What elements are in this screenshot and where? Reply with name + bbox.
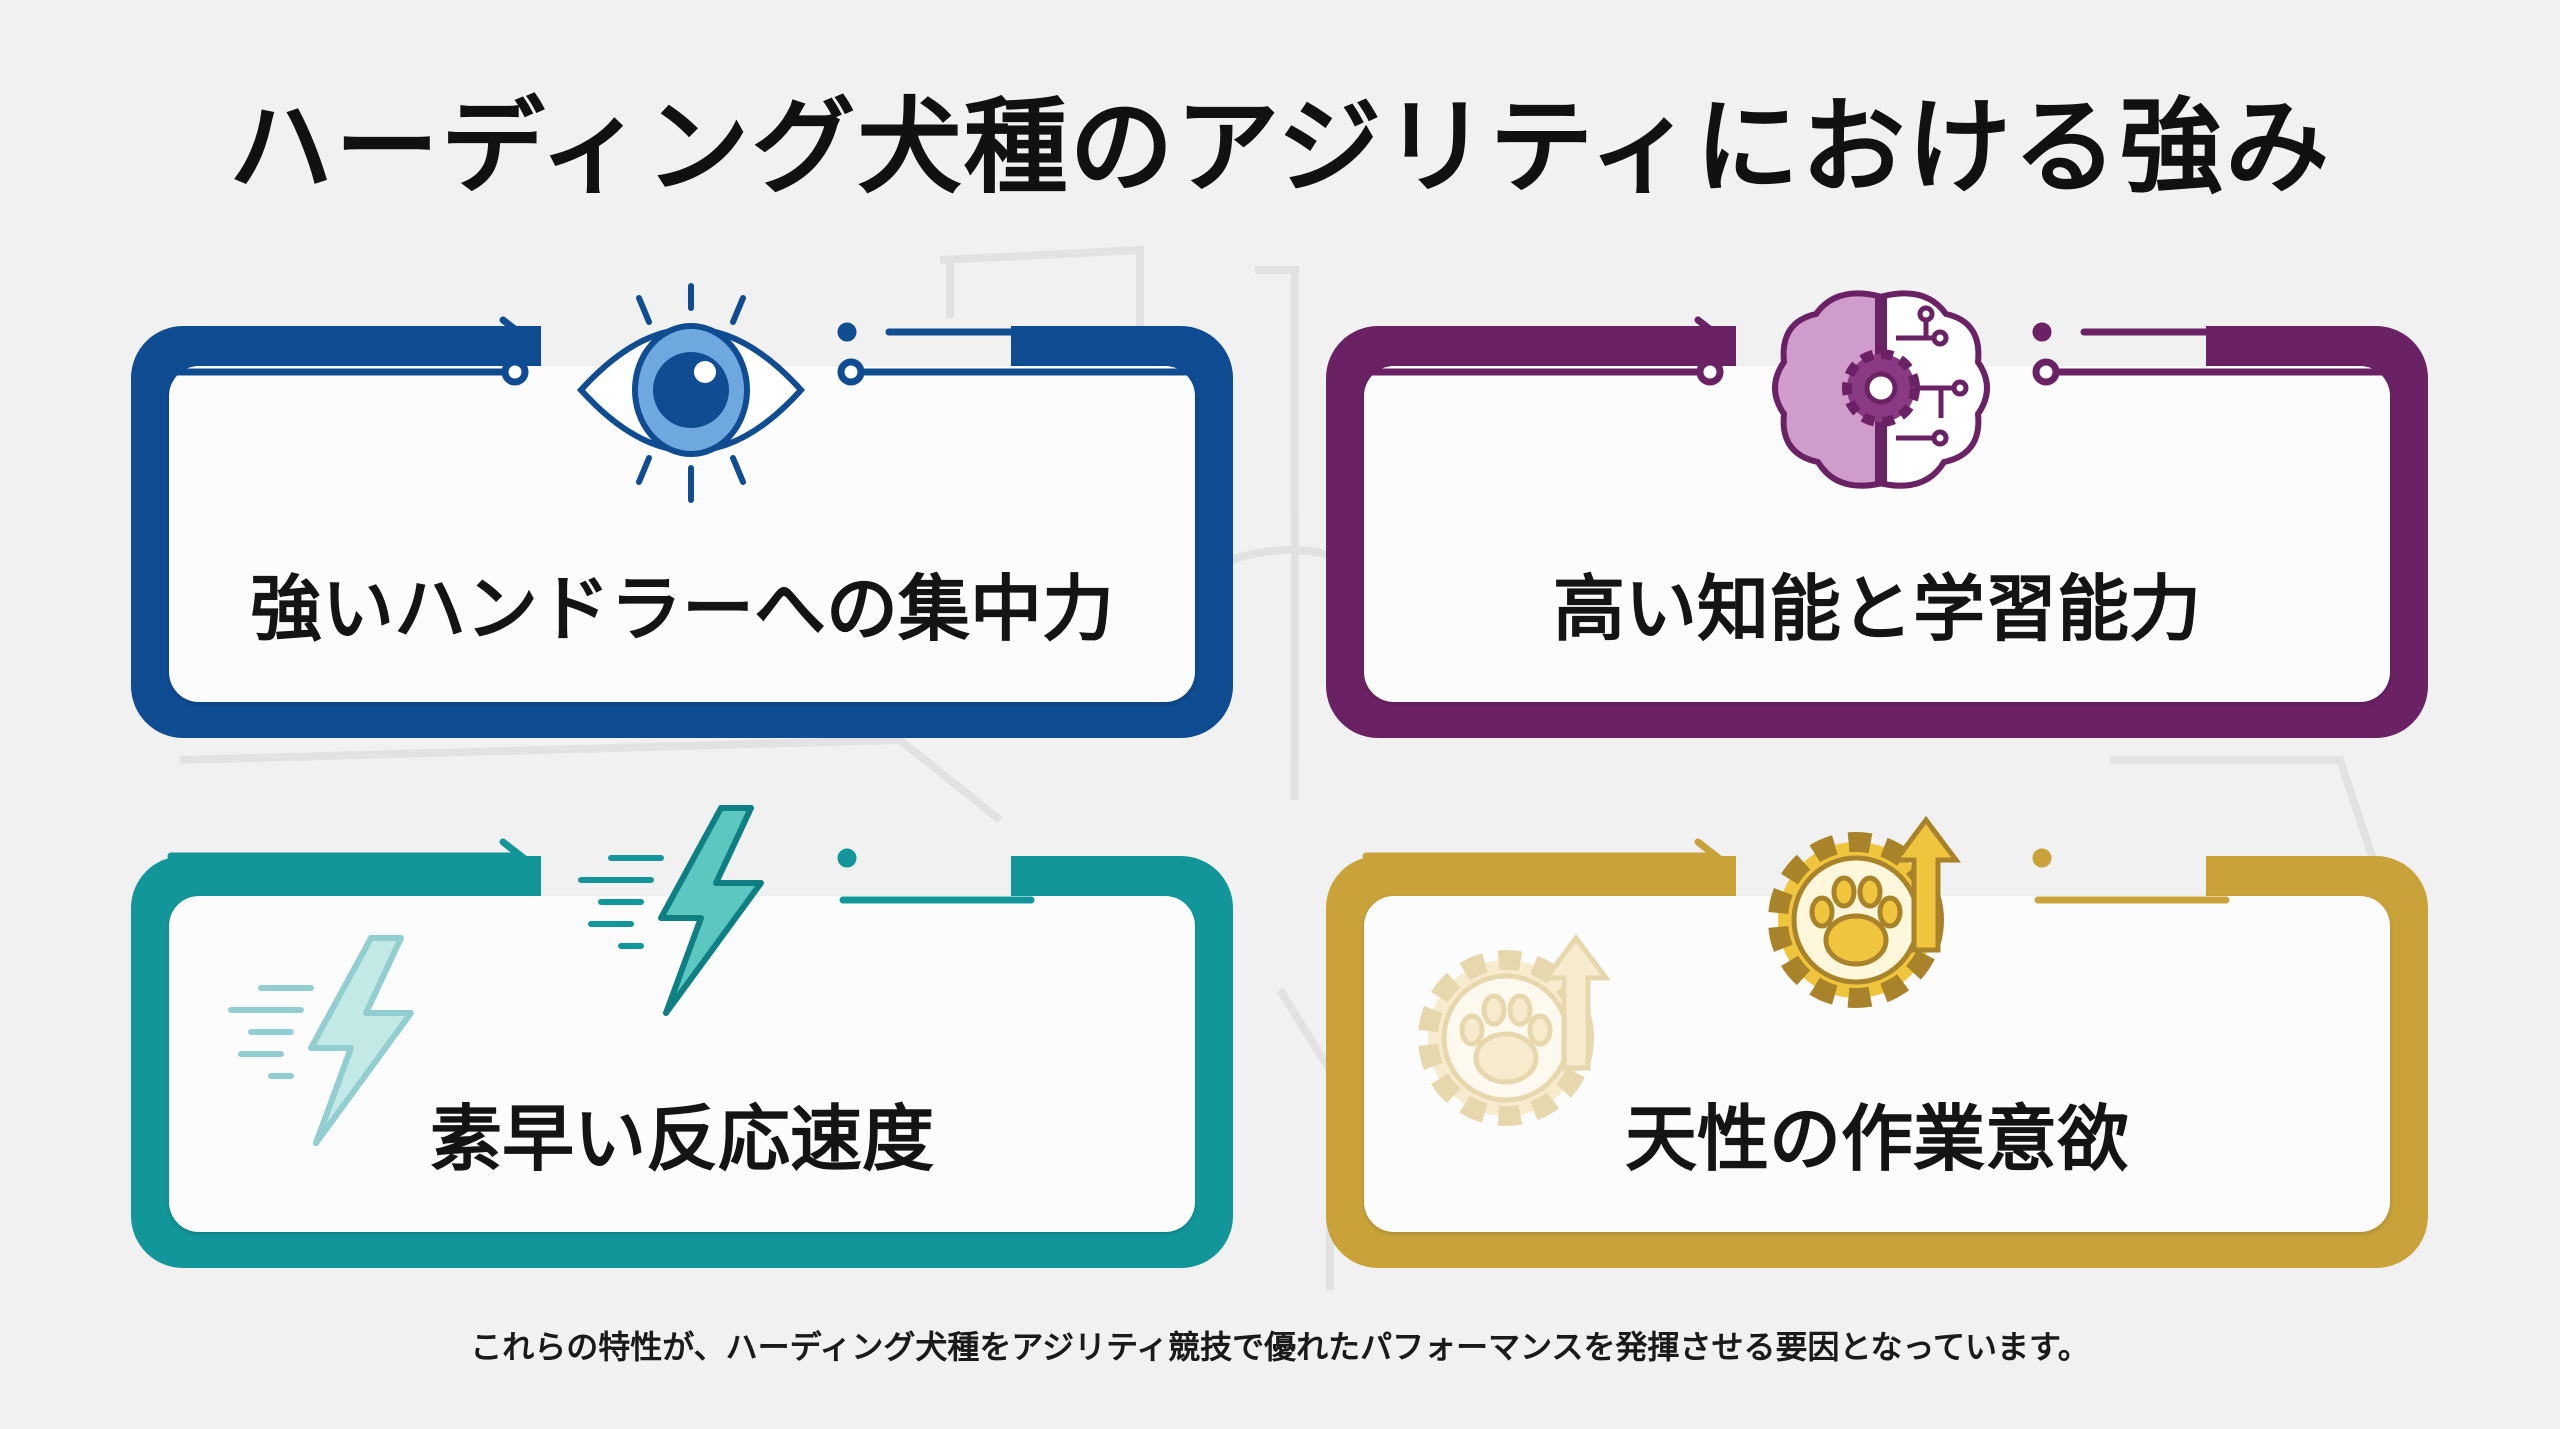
card-label: 高い知能と学習能力: [1552, 567, 2201, 651]
footer-summary: これらの特性が、ハーディング犬種をアジリティ競技で優れたパフォーマンスを発揮させ…: [470, 1328, 2090, 1366]
card-reaction-speed: 素早い反応速度: [131, 805, 1233, 1268]
card-handler-focus: 強いハンドラーへの集中力: [131, 283, 1233, 738]
connector-lines: [1362, 838, 2230, 904]
card-intelligence: 高い知能と学習能力: [1326, 290, 2428, 738]
connector-lines: [167, 316, 1195, 386]
paw-gear-icon: [1768, 815, 1961, 1008]
connector-lines: [1362, 316, 2390, 386]
card-work-drive: 天性の作業意欲: [1326, 815, 2428, 1268]
connector-lines: [167, 838, 1035, 904]
brain-gear-icon: [1772, 290, 1990, 489]
lightning-icon: [578, 805, 764, 1016]
paw-gear-icon-faded: [1418, 933, 1611, 1126]
card-label: 強いハンドラーへの集中力: [249, 567, 1114, 651]
page-title: ハーディング犬種のアジリティにおける強み: [228, 86, 2332, 208]
lightning-icon-faded: [228, 935, 414, 1146]
card-label: 天性の作業意欲: [1624, 1097, 2129, 1181]
eye-icon: [576, 283, 806, 503]
card-body: [169, 896, 1195, 1232]
card-label: 素早い反応速度: [429, 1097, 934, 1181]
